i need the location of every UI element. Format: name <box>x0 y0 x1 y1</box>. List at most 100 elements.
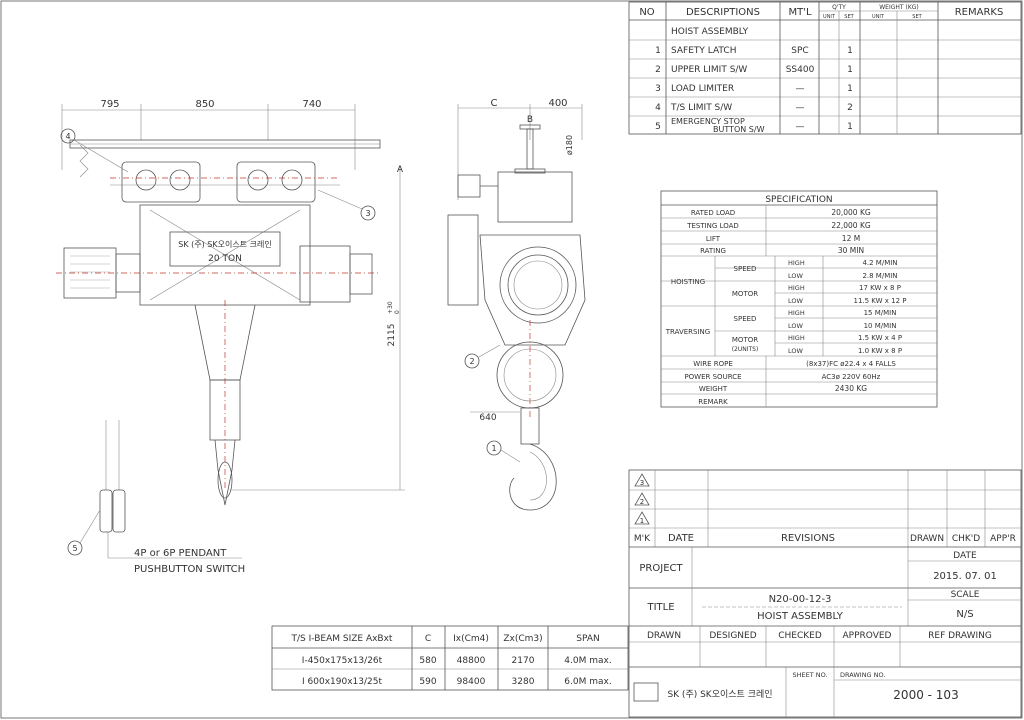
dim-B: B <box>527 115 533 125</box>
spec-wire-rope-val: (8x37)FC ø22.4 x 4 FALLS <box>806 360 896 368</box>
dim-400: 400 <box>548 98 567 109</box>
beam-row1-span: 4.0M max. <box>564 656 611 666</box>
tb-approved: APPROVED <box>843 631 892 641</box>
row-mtl-5: — <box>796 122 805 132</box>
spec-t-motor-units: (2UNITS) <box>732 346 759 353</box>
tb-checked: CHECKED <box>778 631 822 641</box>
tb-drawn2: DRAWN <box>647 631 681 641</box>
spec-t-motor-low-label: LOW <box>788 347 804 355</box>
beam-col-size: T/S I-BEAM SIZE AxBxt <box>291 634 393 644</box>
row-set-5: 1 <box>847 122 853 132</box>
spec-h-speed-high-label: HIGH <box>788 259 805 267</box>
spec-rating-val: 30 MIN <box>838 246 864 255</box>
dim-2115: 2115 <box>387 324 397 347</box>
beam-col-zx: Zx(Cm3) <box>503 634 542 644</box>
tb-designed: DESIGNED <box>709 631 756 641</box>
spec-weight: WEIGHT <box>699 385 728 393</box>
beam-row2-c: 590 <box>419 677 436 687</box>
pendant-label-1: 4P or 6P PENDANT <box>134 548 227 559</box>
tb-revisions: REVISIONS <box>781 533 835 544</box>
beam-col-span: SPAN <box>576 634 599 644</box>
dim-795: 795 <box>100 99 119 110</box>
beam-col-ix: Ix(Cm4) <box>453 634 489 644</box>
tb-scale-value: N/S <box>956 609 973 620</box>
beam-size-table: T/S I-BEAM SIZE AxBxt C Ix(Cm4) Zx(Cm3) … <box>271 625 629 691</box>
spec-rating: RATING <box>700 247 726 255</box>
row-mtl-1: SPC <box>791 46 808 56</box>
row-desc-5: EMERGENCY STOP <box>671 117 745 126</box>
col-mtl: MT'L <box>788 7 811 18</box>
pendant-switch-drawing: 5 4P or 6P PENDANT PUSHBUTTON SWITCH <box>67 420 245 575</box>
spec-t-motor-low: 1.0 KW x 8 P <box>858 347 902 355</box>
beam-row2-ix: 98400 <box>457 677 486 687</box>
col-qty-unit: UNIT <box>823 14 836 20</box>
tb-appr: APP'R <box>990 534 1016 544</box>
spec-t-speed-low: 10 M/MIN <box>864 322 897 330</box>
dim-A: A <box>397 165 404 175</box>
spec-t-speed-low-label: LOW <box>788 322 804 330</box>
col-descriptions: DESCRIPTIONS <box>686 7 760 18</box>
body-capacity-label: 20 TON <box>208 254 242 264</box>
spec-rated-load-val: 20,000 KG <box>831 208 871 217</box>
spec-testing-load-val: 22,000 KG <box>831 221 871 230</box>
beam-row1-size: I-450x175x13/26t <box>302 656 383 666</box>
tb-scale-label: SCALE <box>951 590 980 600</box>
row-mtl-3: — <box>796 84 805 94</box>
col-remarks: REMARKS <box>955 7 1004 18</box>
spec-power-source-val: AC3ø 220V 60Hz <box>822 373 881 381</box>
tb-title-label: TITLE <box>646 602 674 613</box>
row-desc-4: T/S LIMIT S/W <box>670 103 732 113</box>
col-no: NO <box>639 7 654 18</box>
row-desc-2: UPPER LIMIT S/W <box>671 65 747 75</box>
dim-850: 850 <box>195 99 214 110</box>
pendant-label-2: PUSHBUTTON SWITCH <box>134 564 245 575</box>
tb-project: PROJECT <box>639 563 683 574</box>
row-desc-3: LOAD LIMITER <box>671 84 734 94</box>
spec-wire-rope: WIRE ROPE <box>693 360 733 368</box>
beam-row2-span: 6.0M max. <box>564 677 611 687</box>
tb-ref-drawing: REF DRAWING <box>928 631 992 641</box>
beam-row1-c: 580 <box>419 656 436 666</box>
title-block: 3 2 1 M'K DATE REVISIONS DRAWN CHK'D APP… <box>628 469 1022 718</box>
spec-hoisting: HOISTING <box>671 278 705 286</box>
callout-2: 2 <box>469 357 474 366</box>
spec-h-motor-low: 11.5 KW x 12 P <box>853 297 906 305</box>
row-no-2: 2 <box>655 65 661 75</box>
dim-740: 740 <box>302 99 321 110</box>
tb-company: SK (주) SK오이스트 크레인 <box>667 689 772 700</box>
beam-row2-zx: 3280 <box>512 677 535 687</box>
callout-1: 1 <box>491 444 496 453</box>
col-qty-set: SET <box>844 14 854 20</box>
dim-2115-tol-plus: +30 <box>387 301 394 314</box>
row-no-4: 4 <box>655 103 661 113</box>
dim-C: C <box>491 98 498 109</box>
tb-title-line2: HOIST ASSEMBLY <box>757 611 844 622</box>
spec-h-speed-low-label: LOW <box>788 272 804 280</box>
beam-row1-ix: 48800 <box>457 656 486 666</box>
spec-t-motor-high: 1.5 KW x 4 P <box>858 334 902 342</box>
col-weight-set: SET <box>912 14 922 20</box>
front-view-drawing: 795 850 740 SK (주) SK오이스트 크레인 20 TON <box>56 99 405 506</box>
row-no-5: 5 <box>655 122 661 132</box>
spec-h-speed: SPEED <box>734 265 757 273</box>
spec-lift-val: 12 M <box>842 234 860 243</box>
row-set-2: 1 <box>847 65 853 75</box>
callout-3: 3 <box>365 209 370 218</box>
tb-sheet-no: SHEET NO. <box>792 671 827 679</box>
rev-mark-3: 3 <box>640 479 644 487</box>
spec-h-motor-low-label: LOW <box>788 297 804 305</box>
tb-title-line1: N20-00-12-3 <box>769 594 832 605</box>
tb-date-value: 2015. 07. 01 <box>933 571 997 582</box>
spec-t-speed-high-label: HIGH <box>788 309 805 317</box>
company-logo <box>633 682 659 702</box>
tb-chkd: CHK'D <box>952 534 980 544</box>
row-no-3: 3 <box>655 84 661 94</box>
dim-2115-tol-zero: 0 <box>394 310 401 314</box>
beam-col-c: C <box>425 634 431 644</box>
tb-date: DATE <box>668 533 694 544</box>
row-no-1: 1 <box>655 46 661 56</box>
tb-mk: M'K <box>634 534 651 544</box>
tb-date-label: DATE <box>953 551 977 561</box>
tb-drawing-no-label: DRAWING NO. <box>840 671 885 679</box>
